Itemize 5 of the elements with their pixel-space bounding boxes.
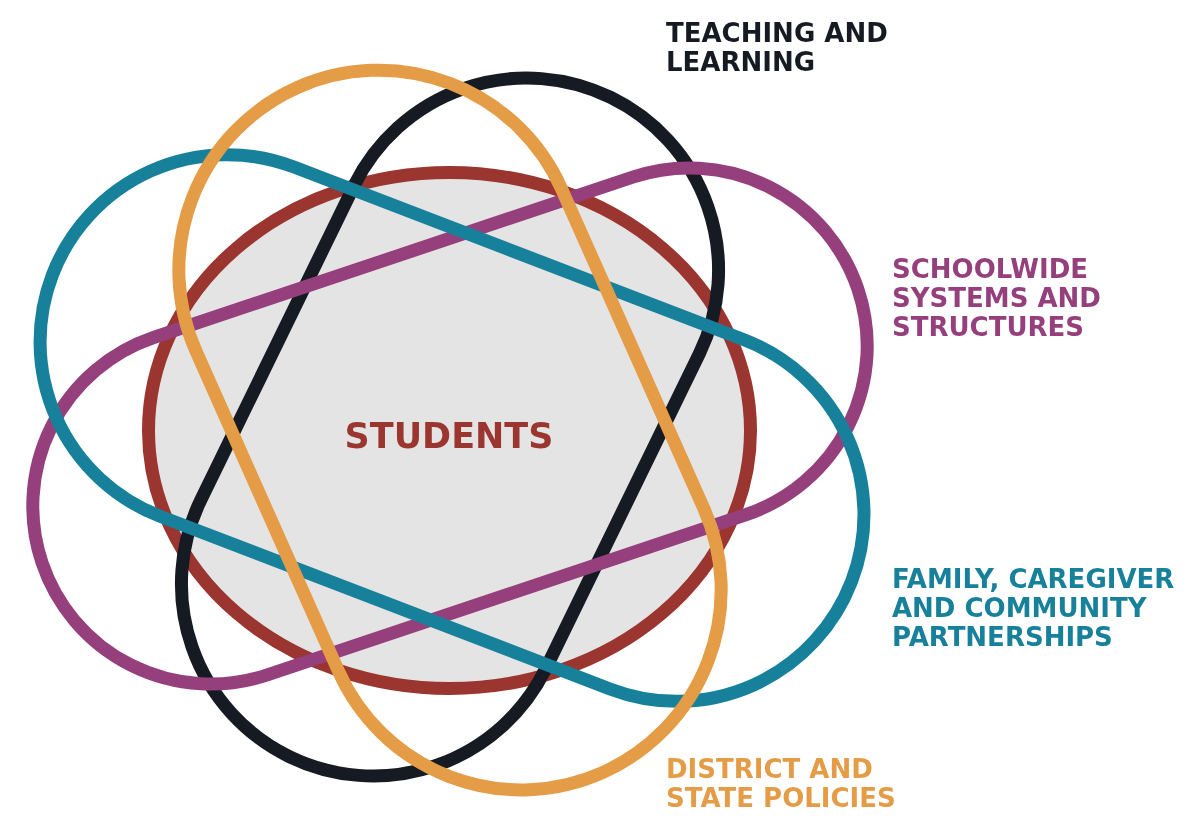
circle-label: STUDENTS [343,416,555,456]
ring-label: TEACHING AND LEARNING [666,19,889,77]
ring-label: FAMILY, CAREGIVER AND COMMUNITY PARTNERSHIPS [892,565,1176,652]
ring-label: DISTRICT AND STATE POLICIES [666,755,897,813]
ring-label: SCHOOLWIDE SYSTEMS AND STRUCTURES [892,255,1102,342]
